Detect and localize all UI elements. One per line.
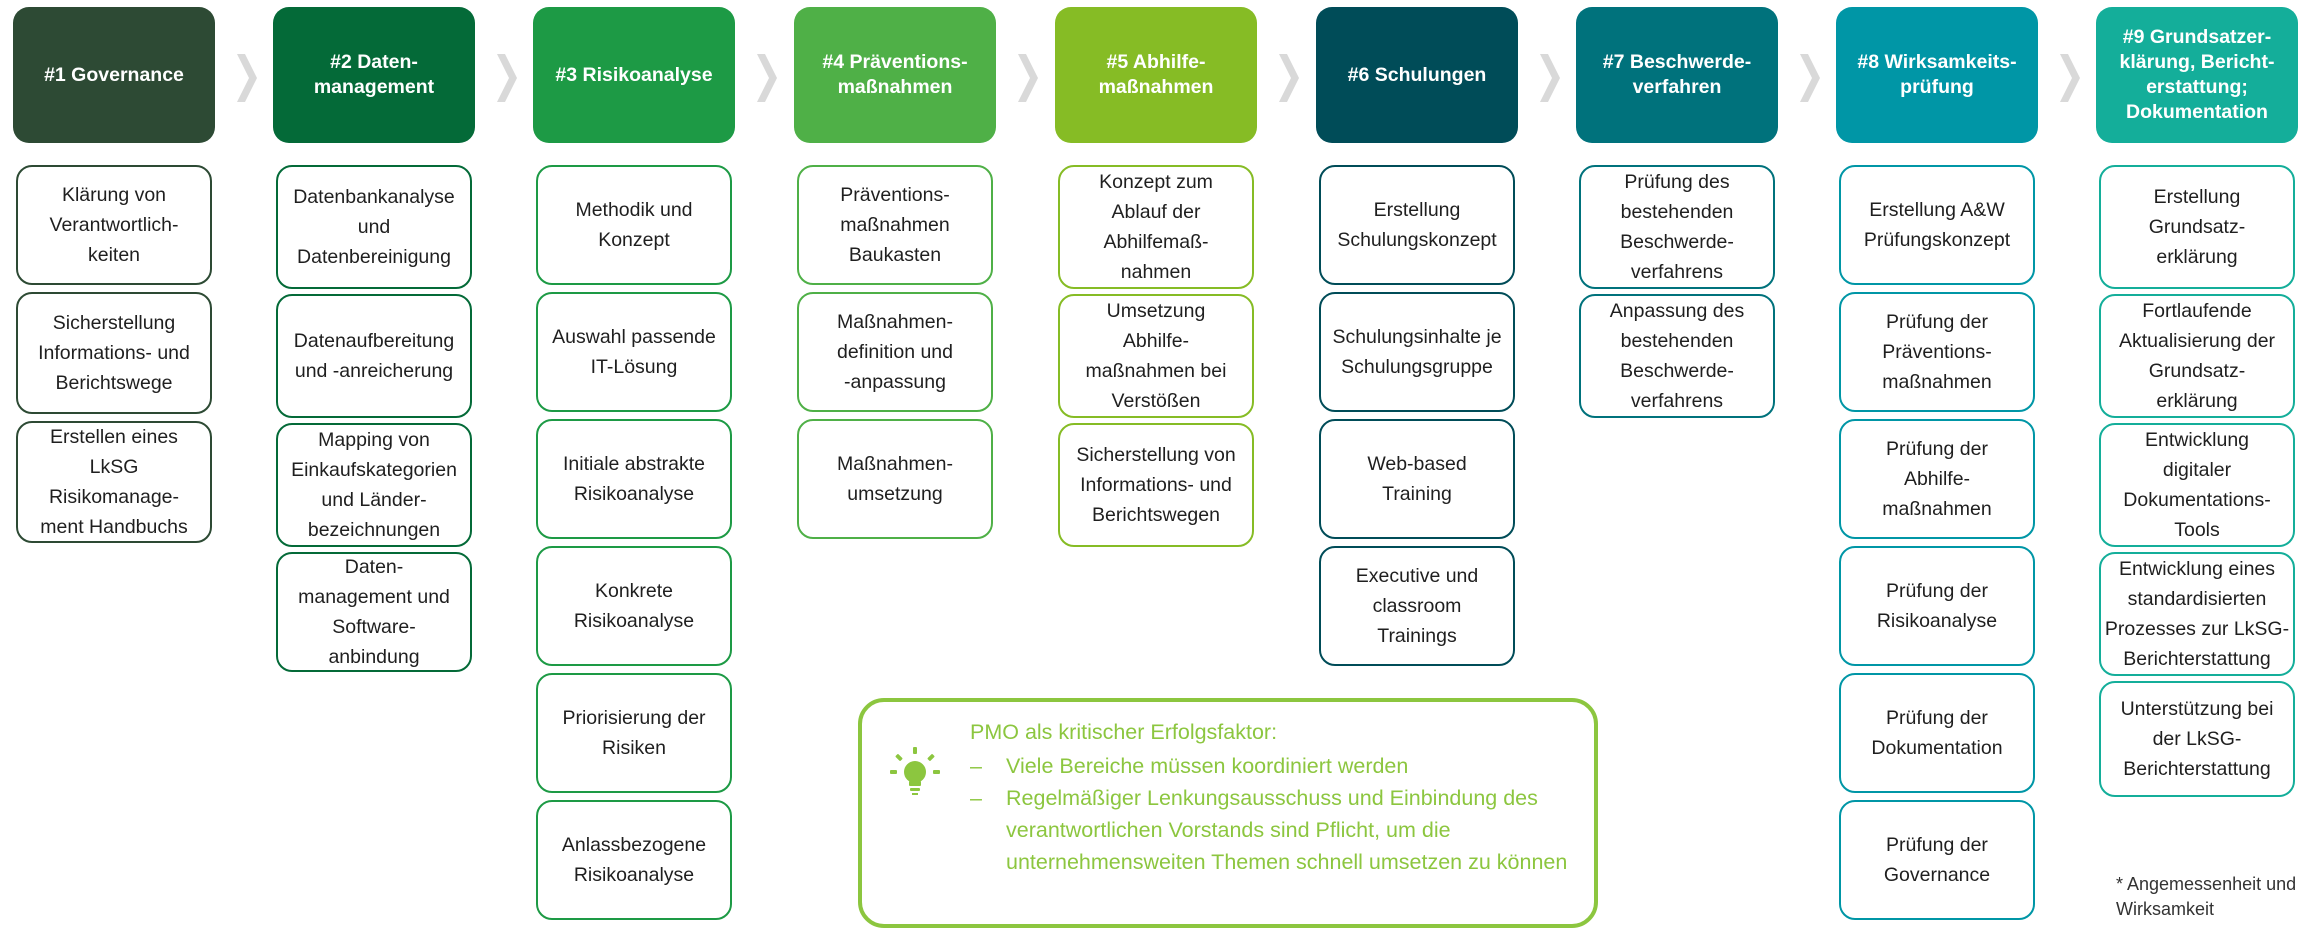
task-box: Auswahl passende IT-Lösung [536,292,732,412]
task-box: Prüfung der Präventions- maßnahmen [1839,292,2035,412]
lightbulb-icon [890,747,940,795]
task-box: Web-based Training [1319,419,1515,539]
chevron-right-icon [1540,54,1560,102]
task-box: Erstellen eines LkSG Risikomanage- ment … [16,421,212,543]
pmo-title: PMO als kritischer Erfolgsfaktor: [970,720,1278,744]
bullet-dash: – [970,754,982,778]
column-header: #3 Risikoanalyse [533,7,735,143]
task-box: Entwicklung digitaler Dokumentations- To… [2099,423,2295,547]
task-box: Mapping von Einkaufskategorien und Lände… [276,423,472,547]
column-header: #4 Präventions- maßnahmen [794,7,996,143]
task-box: Prüfung der Dokumentation [1839,673,2035,793]
task-box: Schulungsinhalte je Schulungsgruppe [1319,292,1515,412]
column-header: #7 Beschwerde- verfahren [1576,7,1778,143]
chevron-right-icon [1279,54,1299,102]
chevron-right-icon [1018,54,1038,102]
task-box: Prüfung der Risikoanalyse [1839,546,2035,666]
task-box: Datenbankanalyse und Datenbereinigung [276,165,472,289]
column-header: #1 Governance [13,7,215,143]
pmo-bullet-text: Regelmäßiger Lenkungsausschuss und Einbi… [1006,786,1568,874]
column-header: #2 Daten- management [273,7,475,143]
column-header: #6 Schulungen [1316,7,1518,143]
task-box: Prüfung des bestehenden Beschwerde- verf… [1579,165,1775,289]
task-box: Prüfung der Abhilfe- maßnahmen [1839,419,2035,539]
column-header: #8 Wirksamkeits- prüfung [1836,7,2038,143]
task-box: Erstellung Schulungskonzept [1319,165,1515,285]
pmo-callout: PMO als kritischer Erfolgsfaktor: –Viele… [858,698,1598,928]
task-box: Anpassung des bestehenden Beschwerde- ve… [1579,294,1775,418]
task-box: Umsetzung Abhilfe- maßnahmen bei Verstöß… [1058,294,1254,418]
task-box: Konzept zum Ablauf der Abhilfemaß- nahme… [1058,165,1254,289]
task-box: Präventions- maßnahmen Baukasten [797,165,993,285]
pmo-bullet-list: –Viele Bereiche müssen koordiniert werde… [970,750,1580,878]
task-box: Erstellung A&W Prüfungskonzept [1839,165,2035,285]
pmo-bullet: –Viele Bereiche müssen koordiniert werde… [970,750,1580,782]
pmo-bullet: –Regelmäßiger Lenkungsausschuss und Einb… [970,782,1580,878]
task-box: Maßnahmen- umsetzung [797,419,993,539]
task-box: Prüfung der Governance [1839,800,2035,920]
bullet-dash: – [970,786,982,810]
task-box: Konkrete Risikoanalyse [536,546,732,666]
task-box: Entwicklung eines standardisierten Proze… [2099,552,2295,676]
chevron-right-icon [757,54,777,102]
task-box: Fortlaufende Aktualisierung der Grundsat… [2099,294,2295,418]
column-header: #5 Abhilfe- maßnahmen [1055,7,1257,143]
task-box: Sicherstellung Informations- und Bericht… [16,292,212,414]
footnote: * Angemessenheit und Wirksamkeit [2116,874,2297,919]
task-box: Maßnahmen- definition und -anpassung [797,292,993,412]
task-box: Sicherstellung von Informations- und Ber… [1058,423,1254,547]
task-box: Priorisierung der Risiken [536,673,732,793]
task-box: Initiale abstrakte Risikoanalyse [536,419,732,539]
chevron-right-icon [1800,54,1820,102]
task-box: Anlassbezogene Risikoanalyse [536,800,732,920]
chevron-right-icon [237,54,257,102]
task-box: Klärung von Verantwortlich- keiten [16,165,212,285]
column-header: #9 Grundsatzer- klärung, Bericht- erstat… [2096,7,2298,143]
chevron-right-icon [2060,54,2080,102]
task-box: Executive und classroom Trainings [1319,546,1515,666]
process-column: #9 Grundsatzer- klärung, Bericht- erstat… [2096,7,2298,797]
task-box: Daten- management und Software- anbindun… [276,552,472,672]
task-box: Unterstützung bei der LkSG- Berichtersta… [2099,681,2295,797]
pmo-bullet-text: Viele Bereiche müssen koordiniert werden [1006,754,1409,778]
task-box: Datenaufbereitung und -anreicherung [276,294,472,418]
chevron-right-icon [497,54,517,102]
task-box: Erstellung Grundsatz- erklärung [2099,165,2295,289]
task-box: Methodik und Konzept [536,165,732,285]
